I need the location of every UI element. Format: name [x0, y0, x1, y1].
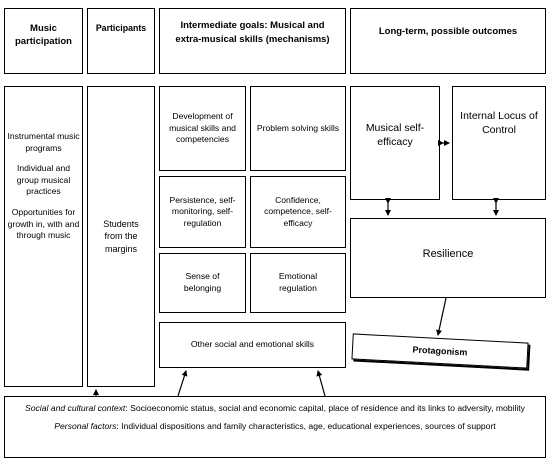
social-context-label: Social and cultural context	[25, 403, 126, 413]
persistence-box: Persistence, self-monitoring, self-regul…	[159, 176, 246, 248]
emotional-regulation-box: Emotional regulation	[250, 253, 346, 313]
music-participation-box: Instrumental music programs Individual a…	[4, 86, 83, 387]
personal-factors-line: Personal factors: Individual disposition…	[11, 420, 539, 432]
header-long-term: Long-term, possible outcomes	[350, 8, 546, 74]
musical-self-efficacy-box: Musical self-efficacy	[350, 86, 440, 200]
header-long-term-label: Long-term, possible outcomes	[378, 26, 518, 37]
personal-factors-text: : Individual dispositions and family cha…	[116, 421, 496, 432]
context-box: Social and cultural context: Socioeconom…	[4, 396, 546, 458]
header-intermediate-goals-label: Intermediate goals: Musical and extra-mu…	[175, 20, 330, 45]
personal-factors-label: Personal factors	[54, 421, 117, 432]
internal-locus-box: Internal Locus of Control	[452, 86, 546, 200]
context-skills-arrow-left	[177, 370, 188, 397]
participants-box: Students from the margins	[87, 86, 155, 387]
confidence-text: Confidence, competence, self-efficacy	[264, 194, 332, 228]
confidence-box: Confidence, competence, self-efficacy	[250, 176, 346, 248]
resilience-text: Resilience	[422, 247, 474, 260]
other-skills-text: Other social and emotional skills	[190, 339, 315, 350]
problem-solving-text: Problem solving skills	[256, 122, 340, 133]
context-skills-arrow-right	[316, 370, 326, 397]
music-participation-list: Instrumental music programs Individual a…	[5, 131, 82, 251]
header-music-participation: Music participation	[4, 8, 83, 74]
belonging-text: Sense of belonging	[183, 271, 222, 293]
header-participants: Participants	[87, 8, 155, 74]
emotional-regulation-text: Emotional regulation	[278, 271, 318, 293]
internal-locus-text: Internal Locus of Control	[460, 110, 538, 137]
musical-self-efficacy-text: Musical self-efficacy	[365, 122, 425, 149]
header-participants-label: Participants	[95, 23, 147, 33]
social-context-text: : Socioeconomic status, social and econo…	[125, 403, 525, 413]
development-skills-box: Development of musical skills and compet…	[159, 86, 246, 171]
social-context-line: Social and cultural context: Socioeconom…	[11, 402, 539, 414]
resilience-protagonism-arrow	[436, 297, 447, 336]
list-item: Individual and group musical practices	[16, 163, 71, 197]
header-music-participation-label: Music participation	[14, 23, 72, 47]
belonging-box: Sense of belonging	[159, 253, 246, 313]
development-skills-text: Development of musical skills and compet…	[169, 111, 236, 145]
list-item: Opportunities for growth in, with and th…	[7, 206, 80, 241]
list-item: Instrumental music programs	[7, 131, 80, 153]
resilience-box: Resilience	[350, 218, 546, 298]
problem-solving-box: Problem solving skills	[250, 86, 346, 171]
persistence-text: Persistence, self-monitoring, self-regul…	[169, 194, 236, 228]
header-intermediate-goals: Intermediate goals: Musical and extra-mu…	[159, 8, 346, 74]
participants-text: Students from the margins	[103, 219, 139, 254]
other-skills-box: Other social and emotional skills	[159, 322, 346, 368]
